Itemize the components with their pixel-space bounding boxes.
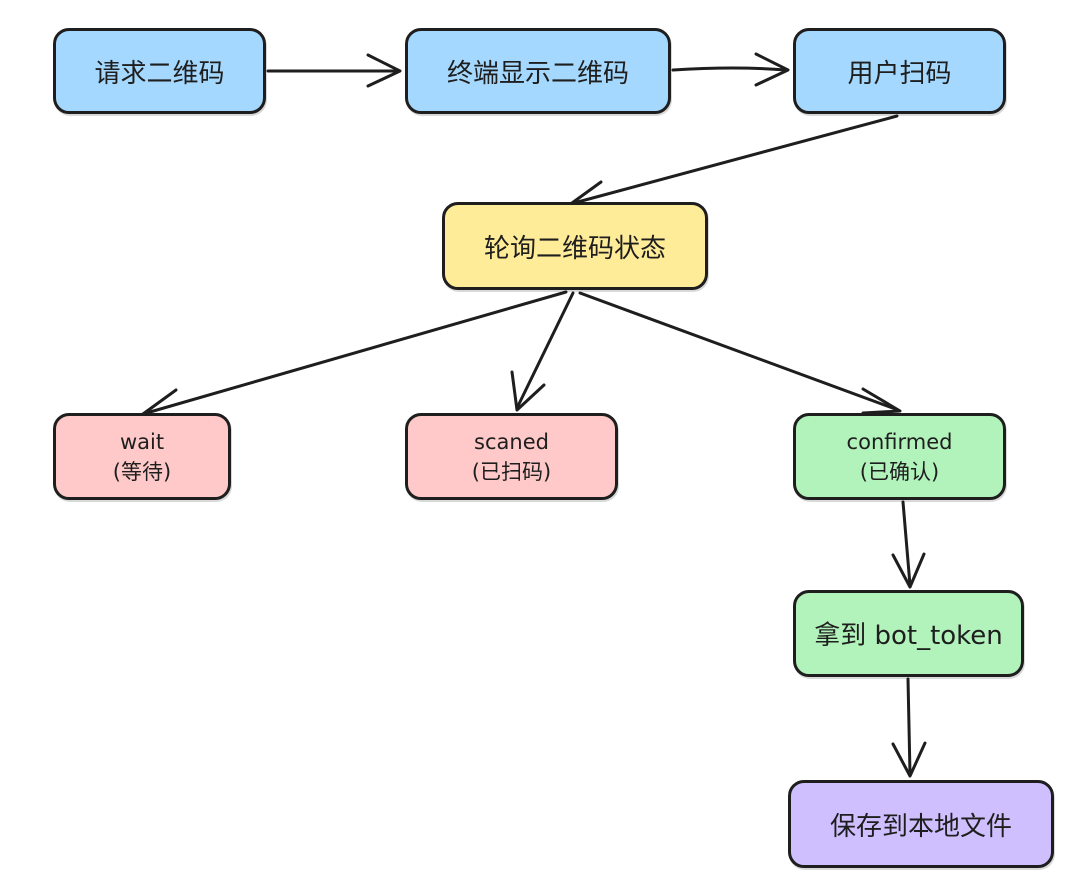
node-confirmed: confirmed (已确认) <box>793 413 1006 500</box>
node-scaned-line1: scaned <box>474 429 549 454</box>
edge-poll-to-scaned <box>510 291 575 412</box>
node-display-qr-label: 终端显示二维码 <box>446 58 629 89</box>
edge-request-to-display <box>266 53 402 88</box>
node-scaned: scaned (已扫码) <box>405 413 618 500</box>
node-get-token: 拿到 bot_token <box>793 590 1024 677</box>
node-confirmed-line2: (已确认) <box>859 459 940 484</box>
edge-confirmed-to-token <box>891 500 926 589</box>
node-wait-line2: (等待) <box>112 459 172 484</box>
node-request-qr: 请求二维码 <box>53 28 266 114</box>
edge-display-to-scan <box>671 52 790 87</box>
edge-poll-to-wait <box>141 290 568 419</box>
node-wait: wait (等待) <box>53 413 231 500</box>
node-request-qr-label: 请求二维码 <box>94 58 225 89</box>
edge-scan-to-poll <box>570 114 899 208</box>
node-save-file-label: 保存到本地文件 <box>829 811 1012 842</box>
node-confirmed-line1: confirmed <box>846 429 953 454</box>
node-save-file: 保存到本地文件 <box>788 780 1054 868</box>
edge-poll-to-confirmed <box>578 291 902 415</box>
node-wait-line1: wait <box>119 429 165 454</box>
node-display-qr: 终端显示二维码 <box>405 28 671 114</box>
edge-token-to-save <box>891 677 927 778</box>
node-scaned-line2: (已扫码) <box>471 459 552 484</box>
node-poll-status-label: 轮询二维码状态 <box>483 233 666 264</box>
node-get-token-label: 拿到 bot_token <box>814 621 1003 651</box>
node-user-scan: 用户扫码 <box>793 28 1006 114</box>
node-user-scan-label: 用户扫码 <box>847 58 952 89</box>
node-poll-status: 轮询二维码状态 <box>442 202 708 290</box>
